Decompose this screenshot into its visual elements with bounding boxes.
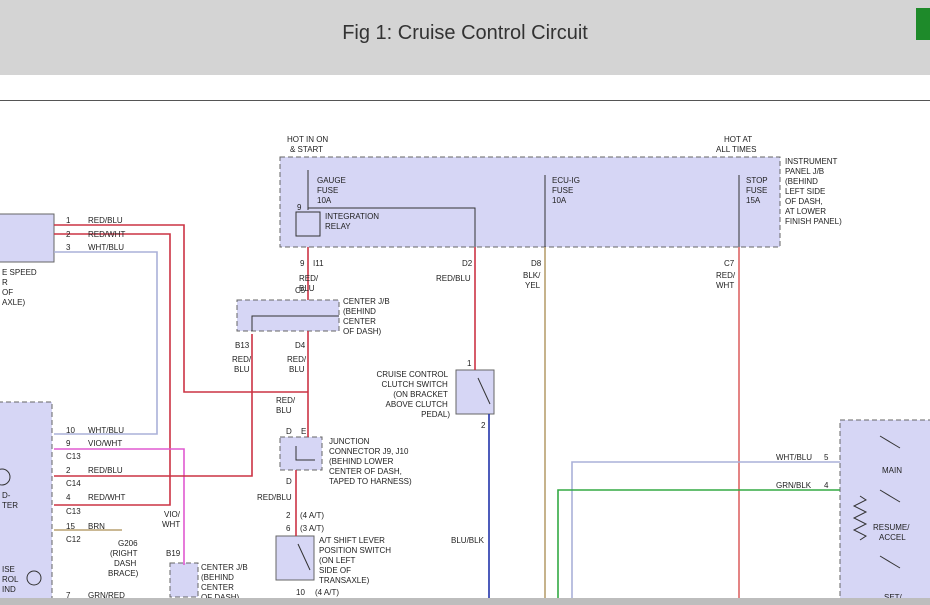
cruise-ecu-box [0,401,53,603]
svg-text:RED/BLU: RED/BLU [88,216,123,225]
svg-text:C13: C13 [66,507,81,516]
junction-connector-box [279,436,323,471]
instrument-panel-jb-box [279,156,781,248]
d-pin-label: D [286,477,292,486]
header-divider [0,100,930,101]
svg-text:WHT/BLU: WHT/BLU [88,243,124,252]
instrument-panel-jb-label: INSTRUMENT PANEL J/B (BEHIND LEFT SIDE O… [785,157,842,226]
shift-pin-6: 6 [286,524,291,533]
svg-text:BRN: BRN [88,522,105,531]
junction-connector-label: JUNCTION CONNECTOR J9, J10 (BEHIND LOWER… [329,437,412,486]
shift-pin-10: 10 [296,588,305,597]
svg-text:4: 4 [66,493,71,502]
b19-label: B19 [166,549,181,558]
clutch-switch-box [455,369,495,415]
ecu-indicator-circle [0,468,11,486]
wire-red-blu-label-1: RED/BLU [299,274,319,293]
c5-label: C5 [295,286,306,295]
wire-red-blu-ecu [54,334,253,477]
set-label: SET/ [884,593,903,602]
d2-label: D2 [462,259,473,268]
wire-blu-blk-label: BLU/BLK [451,536,485,545]
i11-label: I11 [313,259,324,268]
ecu-pins: 10 WHT/BLU 9 VIO/WHT C13 2 RED/BLU C14 4 RED/W… [66,426,125,600]
wire-vio-wht-label: VIO/WHT [162,510,181,529]
svg-text:9: 9 [66,439,71,448]
svg-text:1: 1 [66,216,71,225]
d8-label: D8 [531,259,542,268]
ecu-label: D- TER ISE ROL IND [2,491,20,594]
wire-red-blu-label-d: RED/BLU [257,493,292,502]
svg-text:VIO/WHT: VIO/WHT [88,439,122,448]
center-jb2-box [169,562,199,598]
wire-red-blu-label-c: RED/BLU [276,396,296,415]
shift-pin-2: 2 [286,511,291,520]
svg-text:C14: C14 [66,479,81,488]
ecu-lamp-icon [26,570,42,586]
shift-4at: (4 A/T) [300,511,324,520]
svg-text:3: 3 [66,243,71,252]
wire-wht-blu-speed [54,251,158,435]
horizontal-scrollbar[interactable] [0,598,930,605]
right-pin-5: 5 [824,453,829,462]
pin-9-label: 9 [297,203,302,212]
speed-sensor-label: E SPEED R OF AXLE) [2,268,39,307]
svg-text:10: 10 [66,426,75,435]
center-jb2-label: CENTER J/B (BEHIND CENTER OF DASH) [201,563,250,602]
wire-grn-blk-right [557,489,840,600]
wire-wht-blu-right-label: WHT/BLU [776,453,812,462]
clutch-switch-label: CRUISE CONTROL CLUTCH SWITCH (ON BRACKET… [377,370,451,419]
speed-sensor-pins: 1 RED/BLU 2 RED/WHT 3 WHT/BLU [66,216,125,252]
svg-text:RED/WHT: RED/WHT [88,493,125,502]
wire-red-blu-label-a: RED/BLU [232,355,252,374]
clutch-pin-1: 1 [467,359,472,368]
shift-4at-b: (4 A/T) [315,588,339,597]
wire-red-blu-label-b: RED/BLU [287,355,307,374]
hot-in-on-label: HOT IN ON& START [287,135,328,154]
b13-label: B13 [235,341,250,350]
svg-text:7: 7 [66,591,71,600]
speed-sensor-box [0,213,55,263]
resume-accel-label: RESUME/ACCEL [873,523,910,542]
pin-9-i11: 9 [300,259,305,268]
wire-grn-blk-right-label: GRN/BLK [776,481,812,490]
wire-blk-yel-label: BLK/YEL [523,271,541,290]
shift-switch-box [275,535,315,581]
svg-text:2: 2 [66,230,71,239]
wire-red-wht-speed [54,233,171,506]
shift-3at: (3 A/T) [300,524,324,533]
figure-header: Fig 1: Cruise Control Circuit [0,0,930,75]
wire-red-wht-label: RED/WHT [716,271,736,290]
wire-red-blu-label-2: RED/BLU [436,274,471,283]
clutch-pin-2: 2 [481,421,486,430]
svg-text:WHT/BLU: WHT/BLU [88,426,124,435]
d4-label: D4 [295,341,306,350]
svg-text:C12: C12 [66,535,81,544]
svg-text:GRN/RED: GRN/RED [88,591,125,600]
svg-text:2: 2 [66,466,71,475]
svg-text:RED/WHT: RED/WHT [88,230,125,239]
figure-title: Fig 1: Cruise Control Circuit [342,22,588,44]
wire-vio-wht [54,448,185,565]
right-pin-4: 4 [824,481,829,490]
wire-red-blu-speed [54,224,308,393]
svg-text:RED/BLU: RED/BLU [88,466,123,475]
c7-label: C7 [724,259,735,268]
wire-wht-blu-right [571,461,840,600]
svg-text:C13: C13 [66,452,81,461]
main-switch-label: MAIN [882,466,902,475]
svg-text:15: 15 [66,522,75,531]
shift-switch-label: A/T SHIFT LEVER POSITION SWITCH (ON LEFT… [319,536,393,585]
g206-label: G206 (RIGHT DASH BRACE) [108,539,140,578]
green-action-button[interactable] [916,8,930,40]
main-switch-box [839,419,930,601]
